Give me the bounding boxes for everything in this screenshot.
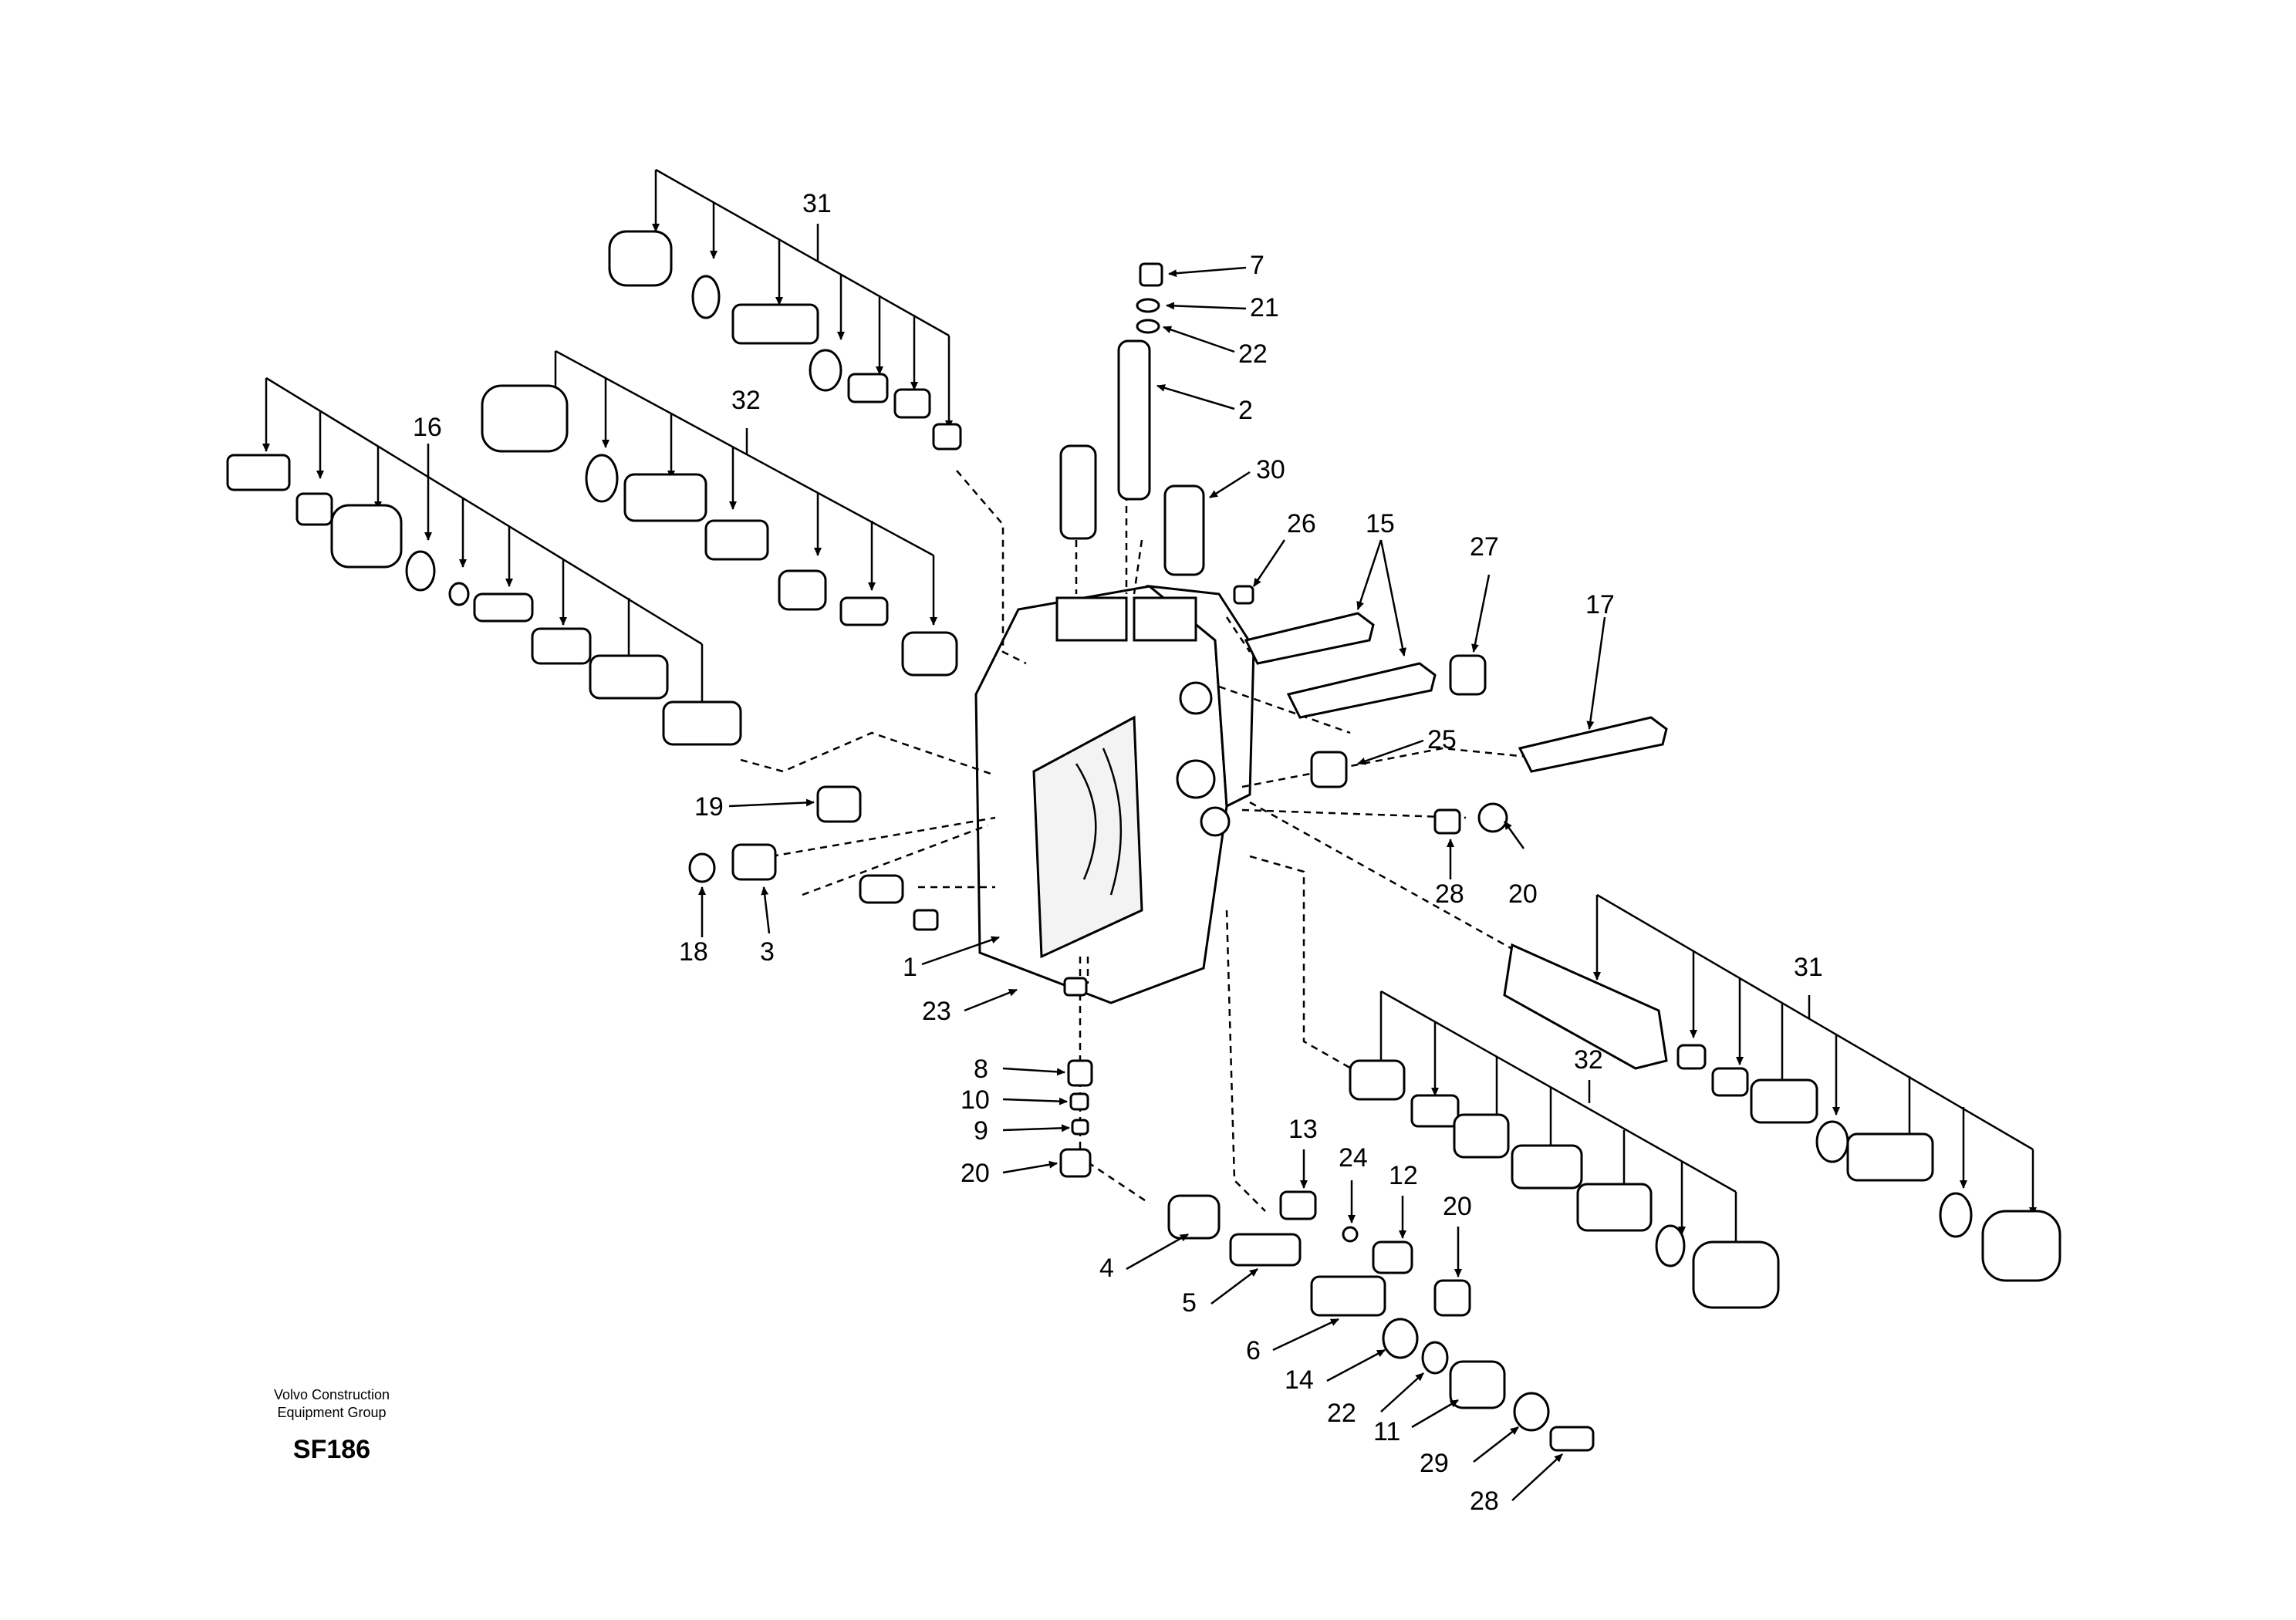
right-small-parts	[1433, 802, 1508, 835]
assembly-31-upper	[608, 168, 962, 451]
callout-3: 3	[760, 937, 775, 967]
callout-22-bottom: 22	[1327, 1399, 1356, 1428]
callout-8: 8	[974, 1055, 988, 1084]
assembly-32-upper	[481, 349, 958, 677]
callout-12: 12	[1389, 1161, 1418, 1190]
callout-28-bottom: 28	[1470, 1487, 1499, 1516]
callout-21: 21	[1250, 293, 1279, 322]
assembly-16-left	[226, 376, 742, 746]
callout-32-upper: 32	[731, 386, 761, 415]
assembly-32-lower	[1349, 990, 1780, 1309]
diagram-code: SF186	[292, 1435, 371, 1464]
callout-32-lower: 32	[1574, 1045, 1603, 1075]
top-stack-parts	[1059, 262, 1254, 605]
callout-22-top: 22	[1238, 339, 1268, 369]
callout-26: 26	[1287, 509, 1316, 538]
callout-20-mid: 20	[1508, 879, 1538, 909]
callout-18: 18	[679, 937, 708, 967]
callout-28-mid: 28	[1435, 879, 1464, 909]
bottom-right-parts	[1167, 1190, 1595, 1452]
callout-7: 7	[1250, 251, 1264, 280]
callout-31-lower: 31	[1794, 953, 1823, 982]
valve-body	[974, 584, 1255, 1004]
callout-10: 10	[961, 1085, 990, 1115]
callout-15: 15	[1366, 509, 1395, 538]
callout-24: 24	[1339, 1143, 1368, 1173]
callout-23: 23	[922, 997, 951, 1026]
callout-20-right: 20	[1443, 1192, 1472, 1221]
callout-31-upper: 31	[802, 189, 832, 218]
callout-25: 25	[1427, 725, 1457, 754]
assembly-31-lower	[1503, 893, 2061, 1282]
callout-16: 16	[413, 413, 442, 442]
left-small-parts	[688, 785, 939, 931]
callout-27: 27	[1470, 532, 1499, 562]
bottom-left-stack	[1059, 977, 1093, 1178]
callout-1: 1	[903, 953, 917, 982]
callout-2: 2	[1238, 396, 1253, 425]
callout-numbers: 31 7 21 22 2 30 32 16 26 15 27 17 25 19 …	[413, 189, 1823, 1516]
credit-line-1: Volvo Construction	[273, 1387, 390, 1402]
callout-29: 29	[1420, 1449, 1449, 1478]
callout-9: 9	[974, 1116, 988, 1146]
dashed-leaders	[740, 370, 1559, 1212]
callout-19: 19	[694, 792, 724, 822]
callout-11: 11	[1373, 1417, 1400, 1446]
callout-leaders	[698, 266, 1606, 1501]
callout-6: 6	[1246, 1336, 1261, 1365]
callout-13: 13	[1288, 1115, 1318, 1144]
callout-17: 17	[1585, 590, 1615, 619]
credit-line-2: Equipment Group	[277, 1405, 387, 1420]
callout-4: 4	[1099, 1254, 1114, 1283]
bolts-and-plugs-right	[1244, 612, 1668, 788]
callout-20-left: 20	[961, 1159, 990, 1188]
callout-14: 14	[1285, 1365, 1314, 1395]
callout-30: 30	[1256, 455, 1285, 484]
callout-5: 5	[1182, 1288, 1197, 1318]
